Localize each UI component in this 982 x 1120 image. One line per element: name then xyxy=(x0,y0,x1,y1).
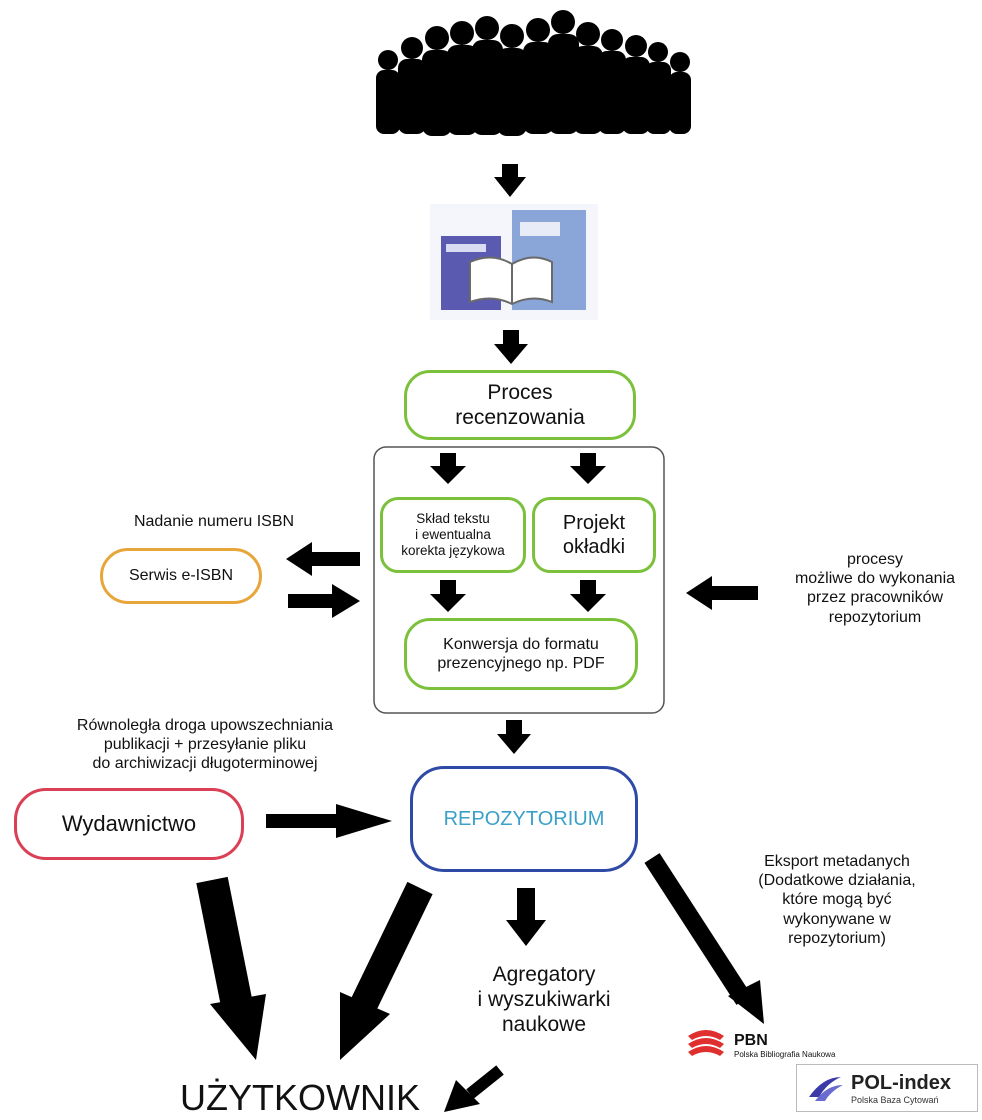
eksport-metadanych-label: Eksport metadanych (Dodatkowe działania,… xyxy=(758,853,916,947)
wydawnictwo-node: Wydawnictwo xyxy=(14,788,244,860)
arrow-repo-to-uzytkownik xyxy=(340,881,433,1060)
arrow-repo-to-agregatory xyxy=(506,888,546,946)
konwersja-node: Konwersja do formatu prezencyjnego np. P… xyxy=(404,618,638,690)
pol-index-logo-icon xyxy=(809,1077,843,1101)
pol-index-subtitle: Polska Baza Cytowań xyxy=(851,1094,939,1105)
production-container xyxy=(373,446,665,714)
proces-recenzowania-node: Proces recenzowania xyxy=(404,370,636,440)
people-silhouette-icon xyxy=(376,10,691,136)
serwis-eisbn-text: Serwis e-ISBN xyxy=(128,567,234,585)
pbn-logo-icon xyxy=(688,1030,724,1056)
sklad-tekstu-text: Skład tekstu i ewentualna korekta języko… xyxy=(401,510,505,559)
arrow-wydawnictwo-to-uzytkownik xyxy=(196,876,266,1060)
agregatory-text: Agregatory i wyszukiwarki naukowe xyxy=(477,963,611,1037)
book-icon xyxy=(430,204,598,320)
arrow-people-to-book xyxy=(494,164,526,197)
serwis-eisbn-node: Serwis e-ISBN xyxy=(100,548,262,604)
sklad-tekstu-node: Skład tekstu i ewentualna korekta języko… xyxy=(380,497,526,573)
repozytorium-node: REPOZYTORIUM xyxy=(410,766,638,872)
uzytkownik-text: UŻYTKOWNIK xyxy=(180,1077,420,1118)
projekt-okladki-node: Projekt okładki xyxy=(532,497,656,573)
arrow-book-to-proces xyxy=(494,330,528,364)
arrow-projekt-to-konwersja xyxy=(570,580,606,612)
arrow-wydawnictwo-to-repo xyxy=(266,804,392,838)
pbn-title: PBN xyxy=(734,1031,768,1049)
wydawnictwo-text: Wydawnictwo xyxy=(61,810,197,836)
pbn-subtitle: Polska Bibliografia Naukowa xyxy=(734,1049,836,1059)
proces-recenzowania-text: Proces recenzowania xyxy=(455,380,585,429)
arrow-sklad-to-konwersja xyxy=(430,580,466,612)
isbn-label: Nadanie numeru ISBN xyxy=(133,513,295,530)
pol-index-logo: POL-index Polska Baza Cytowań xyxy=(796,1064,978,1112)
pol-index-title: POL-index xyxy=(851,1071,952,1094)
repozytorium-text: REPOZYTORIUM xyxy=(443,808,605,830)
arrow-to-projekt xyxy=(570,453,606,484)
arrow-container-to-serwis xyxy=(286,542,360,576)
arrow-serwis-to-container xyxy=(288,584,360,618)
arrow-to-sklad xyxy=(430,453,466,484)
rownolegla-droga-label: Równoległa droga upowszechniania publika… xyxy=(76,717,334,773)
arrow-container-to-repo xyxy=(497,720,531,754)
pbn-logo: PBN Polska Bibliografia Naukowa xyxy=(684,1028,835,1062)
arrow-agregatory-to-uzytkownik xyxy=(444,1065,504,1112)
projekt-okladki-text: Projekt okładki xyxy=(562,512,626,558)
arrow-procesy-to-container xyxy=(686,576,758,610)
procesy-label: procesy możliwe do wykonania przez praco… xyxy=(794,551,956,626)
konwersja-text: Konwersja do formatu prezencyjnego np. P… xyxy=(437,635,605,672)
arrow-repo-to-pbn xyxy=(644,853,764,1024)
